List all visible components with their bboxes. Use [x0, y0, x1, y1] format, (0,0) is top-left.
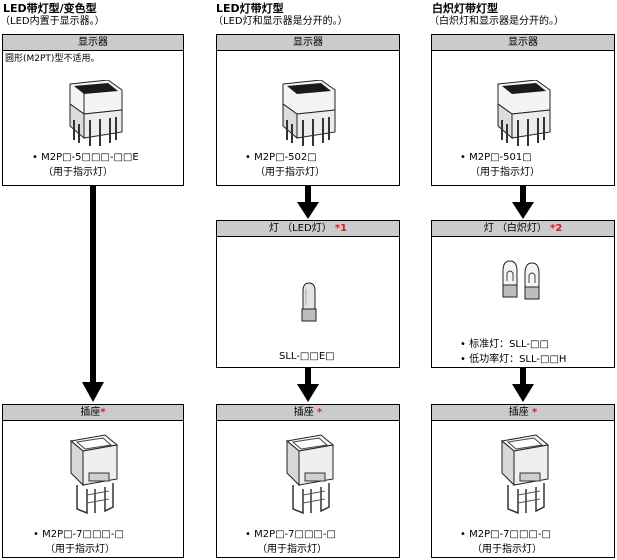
- col1-subtitle: （LED内置于显示器。）: [0, 16, 105, 27]
- col1-socket-usage: （用于指示灯）: [45, 544, 115, 555]
- col3-lamp-model-standard: • 标准灯：SLL-□□: [460, 339, 549, 350]
- col3-title: 白炽灯带灯型: [432, 2, 498, 15]
- socket-illustration: [285, 434, 335, 515]
- col2-lamp-box: 灯 （LED灯） *1 SLL-□□E□: [216, 220, 400, 368]
- col3-socket-usage: （用于指示灯）: [472, 544, 542, 555]
- incandescent-lamp-illustration: [502, 260, 540, 300]
- col1-display-header: 显示器: [3, 35, 183, 51]
- col1-socket-header: 插座*: [3, 405, 183, 421]
- col1-display-usage: （用于指示灯）: [43, 167, 113, 178]
- display-unit-illustration: [282, 80, 336, 146]
- col3-socket-box: 插座 * • M2P□-7□□□-□ （用于指示灯）: [431, 404, 615, 558]
- col2-display-box: 显示器 • M2P□-502□ （用于指示灯）: [216, 34, 400, 186]
- col1-socket-box: 插座* • M2P□-7□□□-□ （用于指示灯）: [2, 404, 184, 558]
- col3-display-usage: （用于指示灯）: [470, 167, 540, 178]
- col2-down-arrow-1: [297, 186, 319, 219]
- col2-socket-star: *: [316, 407, 323, 418]
- col2-display-usage: （用于指示灯）: [255, 167, 325, 178]
- col3-subtitle: （白炽灯和显示器是分开的。）: [429, 16, 564, 27]
- col3-socket-model: • M2P□-7□□□-□: [460, 529, 551, 540]
- col3-lamp-header: 灯 （白炽灯） *2: [432, 221, 614, 237]
- col3-display-box: 显示器 • M2P□-501□ （用于指示灯）: [431, 34, 615, 186]
- col3-lamp-star: *2: [550, 223, 563, 234]
- col2-lamp-star: *1: [334, 223, 348, 234]
- col1-display-model: • M2P□-5□□□-□□E: [32, 152, 139, 163]
- col2-subtitle: （LED灯和显示器是分开的。）: [213, 16, 348, 27]
- col2-socket-model: • M2P□-7□□□-□: [245, 529, 336, 540]
- socket-illustration: [500, 434, 550, 515]
- col2-socket-header: 插座 *: [217, 405, 399, 421]
- col1-down-arrow: [82, 186, 104, 402]
- col3-lamp-model-low-power: • 低功率灯：SLL-□□H: [460, 354, 567, 365]
- col2-display-header: 显示器: [217, 35, 399, 51]
- display-unit-illustration: [497, 80, 551, 146]
- col3-down-arrow-1: [512, 186, 534, 219]
- display-unit-illustration: [69, 80, 123, 146]
- col2-display-model: • M2P□-502□: [245, 152, 317, 163]
- col2-socket-usage: （用于指示灯）: [257, 544, 327, 555]
- col3-socket-star: *: [531, 407, 538, 418]
- col3-display-model: • M2P□-501□: [460, 152, 532, 163]
- col3-display-header: 显示器: [432, 35, 614, 51]
- col1-socket-model: • M2P□-7□□□-□: [33, 529, 124, 540]
- col2-lamp-header: 灯 （LED灯） *1: [217, 221, 399, 237]
- col3-down-arrow-2: [512, 368, 534, 402]
- col2-lamp-model: SLL-□□E□: [279, 351, 335, 362]
- col1-title: LED带灯型/变色型: [3, 2, 97, 15]
- col2-socket-box: 插座 * • M2P□-7□□□-□ （用于指示灯）: [216, 404, 400, 558]
- led-lamp-illustration: [301, 282, 317, 322]
- col1-display-box: 显示器 圆形(M2PT)型不适用。 • M2P□-5□□□-□□E （用于指示灯…: [2, 34, 184, 186]
- col1-display-note: 圆形(M2PT)型不适用。: [5, 54, 100, 64]
- col2-down-arrow-2: [297, 368, 319, 402]
- socket-illustration: [69, 434, 119, 515]
- col3-lamp-box: 灯 （白炽灯） *2 • 标准灯：SLL-□□ • 低功率灯：SLL-□□H: [431, 220, 615, 368]
- col1-socket-star: *: [100, 407, 106, 418]
- col2-title: LED灯带灯型: [216, 2, 284, 15]
- col3-socket-header: 插座 *: [432, 405, 614, 421]
